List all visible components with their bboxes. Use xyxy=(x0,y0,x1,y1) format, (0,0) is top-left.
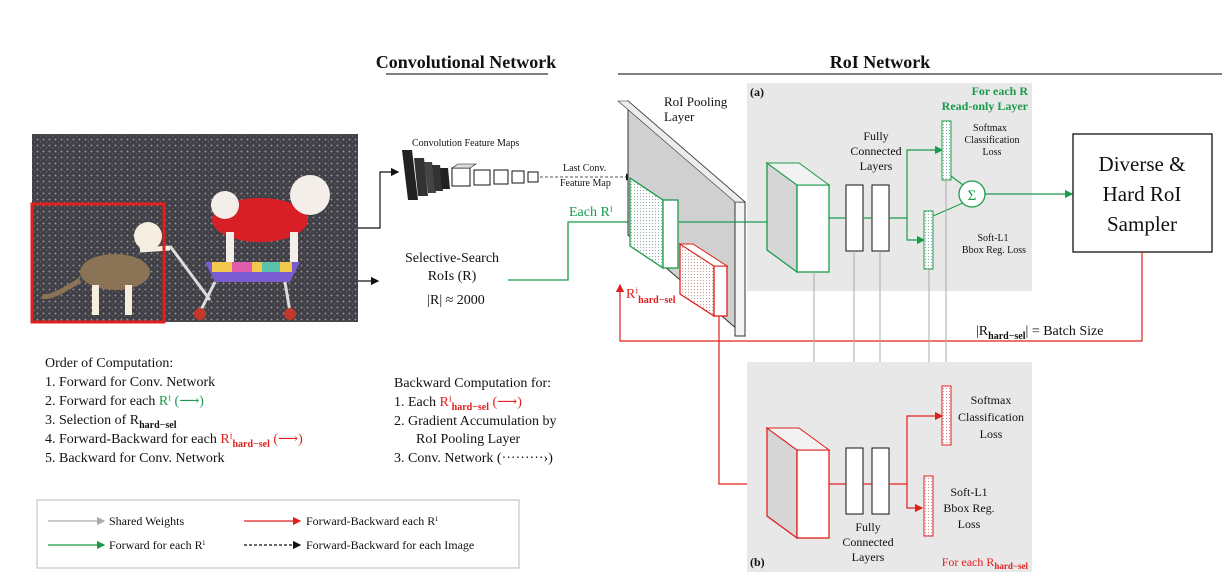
panel-a-fc-label-2: Connected xyxy=(850,144,901,158)
panel-b-fc-label-2: Connected xyxy=(842,535,893,549)
legend-img-label: Forward-Backward for each Image xyxy=(306,538,474,552)
fc-b-to-softmax xyxy=(889,411,944,485)
panel-a-title-2: Read-only Layer xyxy=(942,99,1029,113)
backward-item-2a: 2. Gradient Accumulation by xyxy=(394,414,557,429)
ss-label-2: RoIs (R) xyxy=(428,269,477,284)
panel-b-tag: (b) xyxy=(750,555,765,569)
legend-fwd-label: Forward for each Rⁱ xyxy=(109,538,206,552)
panel-a-softmax-bar xyxy=(941,120,952,181)
panel-b-bbox-2: Bbox Reg. xyxy=(943,501,994,515)
panel-a-softmax-2: Classification xyxy=(965,135,1020,146)
sampler-line-3: Sampler xyxy=(1107,212,1177,236)
panel-b-footer: For each Rhard−sel xyxy=(942,555,1029,571)
order-item-5: 5. Backward for Conv. Network xyxy=(45,451,225,466)
legend-fb-label: Forward-Backward each Rⁱ xyxy=(306,514,438,528)
panel-b-bbox-1: Soft-L1 xyxy=(950,485,987,499)
each-ri-label: Each Rⁱ xyxy=(569,205,613,220)
panel-b-bbox-bar xyxy=(923,475,934,537)
panel-a-bbox-1: Soft-L1 xyxy=(977,233,1008,244)
ss-to-roi-green-arrow xyxy=(508,217,638,281)
conv-feature-maps xyxy=(402,150,539,200)
panel-a-fc-1 xyxy=(845,184,864,252)
panel-b-fc-2 xyxy=(871,447,890,515)
hard-sel-label: Rⁱhard−sel xyxy=(626,287,676,306)
image-to-conv-arrow xyxy=(358,167,400,229)
panel-b-softmax-1: Softmax xyxy=(971,393,1012,407)
panel-b-fc-1 xyxy=(845,447,864,515)
panel-b-softmax-3: Loss xyxy=(980,427,1003,441)
fc-b-to-bbox xyxy=(906,484,924,513)
input-image xyxy=(32,134,358,322)
panel-b-fc-label-3: Layers xyxy=(852,550,885,564)
panel-a-bbox-bar xyxy=(923,210,934,270)
backward-item-1: 1. Each Rⁱhard−sel (⟶) xyxy=(394,395,522,413)
panel-b-fc-label-1: Fully xyxy=(855,520,880,534)
softmax-to-sum xyxy=(950,175,964,186)
last-conv-label-2: Feature Map xyxy=(560,178,611,189)
panel-b-roi-cube xyxy=(765,426,831,540)
roi-red-box xyxy=(30,202,166,324)
panel-a-fc-2 xyxy=(871,184,890,252)
conv-network-header: Convolutional Network xyxy=(376,52,557,72)
panel-a-fc-label-1: Fully xyxy=(863,129,888,143)
roi-network-header: RoI Network xyxy=(830,52,931,72)
panel-a-softmax-1: Softmax xyxy=(973,123,1007,134)
legend-shared-label: Shared Weights xyxy=(109,514,184,528)
panel-a-bbox-2: Bbox Reg. Loss xyxy=(962,245,1026,256)
panel-a-tag: (a) xyxy=(750,85,764,99)
panel-a-roi-cube xyxy=(765,161,831,274)
sum-symbol: Σ xyxy=(968,188,977,204)
order-item-4: 4. Forward-Backward for each Rⁱhard−sel … xyxy=(45,432,303,450)
fc-a-to-bbox xyxy=(906,218,926,245)
sampler-line-1: Diverse & xyxy=(1099,152,1186,176)
ss-count: |R| ≈ 2000 xyxy=(427,293,485,308)
fc-a-to-softmax xyxy=(889,145,944,219)
order-item-1: 1. Forward for Conv. Network xyxy=(45,375,215,390)
order-title: Order of Computation: xyxy=(45,356,173,371)
panel-a-softmax-3: Loss xyxy=(983,147,1002,158)
panel-b-softmax-2: Classification xyxy=(958,410,1024,424)
backward-item-2b: RoI Pooling Layer xyxy=(416,432,521,447)
last-conv-label-1: Last Conv. xyxy=(563,163,606,174)
backward-item-3: 3. Conv. Network (·········›) xyxy=(394,451,553,466)
roi-pool-label-1: RoI Pooling xyxy=(664,94,728,109)
sampler-line-2: Hard RoI xyxy=(1103,182,1182,206)
sampler-feedback-loop xyxy=(615,252,1143,342)
panel-a-title-1: For each R xyxy=(972,84,1029,98)
sampler-box xyxy=(1072,133,1213,253)
backward-title: Backward Computation for: xyxy=(394,376,551,391)
green-roi-block xyxy=(629,176,679,270)
bbox-to-sum xyxy=(932,202,964,217)
red-roi-block xyxy=(678,242,729,318)
roi-pool-label-2: Layer xyxy=(664,109,695,124)
ss-label-1: Selective-Search xyxy=(405,251,499,266)
legend-box xyxy=(36,499,520,569)
panel-b-bbox-3: Loss xyxy=(958,517,981,531)
batch-size-label: |Rhard−sel| = Batch Size xyxy=(976,324,1103,342)
order-item-3: 3. Selection of Rhard−sel xyxy=(45,413,177,431)
order-item-2: 2. Forward for each Rⁱ (⟶) xyxy=(45,394,204,409)
panel-b-softmax-bar xyxy=(941,385,952,446)
panel-a-fc-label-3: Layers xyxy=(860,159,893,173)
conv-feature-maps-label: Convolution Feature Maps xyxy=(412,138,519,149)
